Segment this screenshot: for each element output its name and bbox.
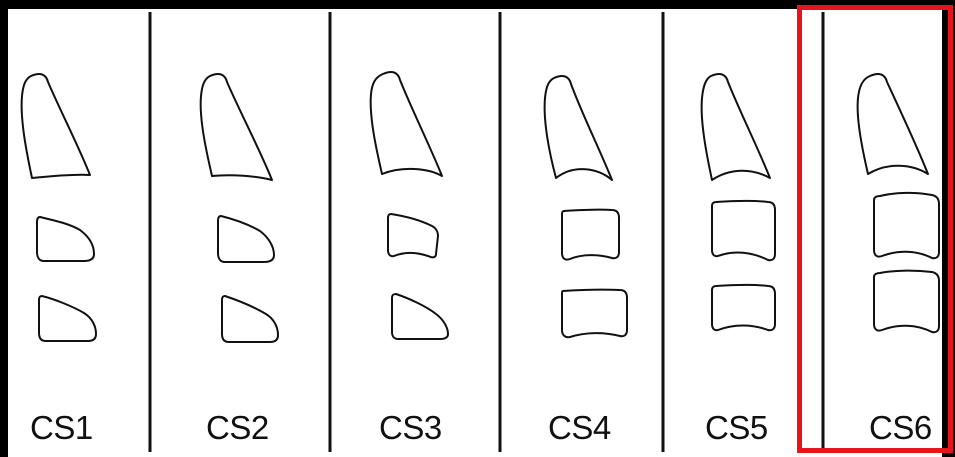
cs1-c4-outline (39, 296, 96, 341)
cs4-c2-outline (545, 76, 612, 180)
stage-cs1-vertebrae (22, 74, 96, 341)
cs5-c2-outline (702, 74, 770, 180)
stage-cs2-vertebrae (201, 74, 278, 342)
stage-cs4-vertebrae (545, 76, 627, 337)
cs2-c3-outline (218, 216, 274, 262)
cs1-c2-outline (22, 74, 90, 178)
stage-cs5-vertebrae (702, 74, 775, 330)
stage-label-cs1: CS1 (30, 411, 93, 444)
cs3-c4-outline (392, 294, 448, 339)
cs2-c2-outline (201, 74, 272, 180)
cs3-c3-outline (388, 214, 438, 257)
cs6-c3-outline (874, 193, 939, 258)
cs3-c2-outline (371, 72, 442, 176)
stage-cs3-vertebrae (371, 72, 448, 339)
stage-label-cs4: CS4 (548, 411, 611, 444)
stage-label-cs6: CS6 (869, 411, 932, 444)
cs5-c3-outline (712, 201, 775, 260)
stage-label-cs5: CS5 (705, 411, 768, 444)
stage-label-cs3: CS3 (379, 411, 442, 444)
cs4-c4-outline (562, 290, 627, 338)
cs2-c4-outline (222, 296, 278, 342)
stage-cs6-vertebrae (858, 74, 939, 332)
cs5-c4-outline (712, 285, 775, 330)
cs6-c4-outline (874, 271, 939, 333)
cs4-c3-outline (562, 210, 619, 260)
cs1-c3-outline (37, 217, 94, 261)
stage-label-cs2: CS2 (206, 411, 269, 444)
cs6-c2-outline (858, 74, 928, 174)
separators (150, 12, 823, 452)
